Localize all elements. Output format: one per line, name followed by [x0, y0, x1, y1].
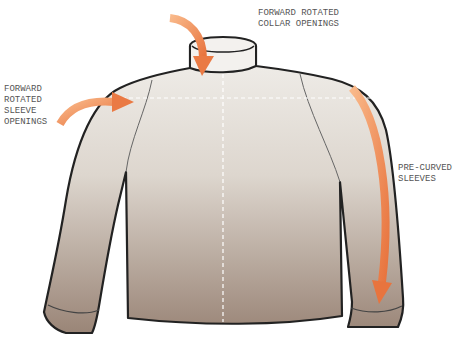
callout-label: FORWARD ROTATED SLEEVE OPENINGS	[4, 84, 52, 128]
arrow	[170, 18, 203, 58]
seam	[126, 80, 152, 172]
callout-label: PRE-CURVED SLEEVES	[398, 163, 460, 185]
guide-line	[222, 74, 223, 322]
arrow	[352, 88, 385, 282]
guide-line	[122, 97, 420, 98]
arrowhead	[193, 56, 214, 76]
arrowhead	[112, 92, 134, 112]
arrowhead	[372, 280, 392, 304]
arrow	[60, 102, 114, 124]
jacket-outline	[44, 46, 403, 333]
cuff	[351, 306, 402, 312]
seam	[300, 74, 340, 182]
cuff	[48, 305, 99, 313]
callout-label: FORWARD ROTATED COLLAR OPENINGS	[258, 8, 346, 30]
